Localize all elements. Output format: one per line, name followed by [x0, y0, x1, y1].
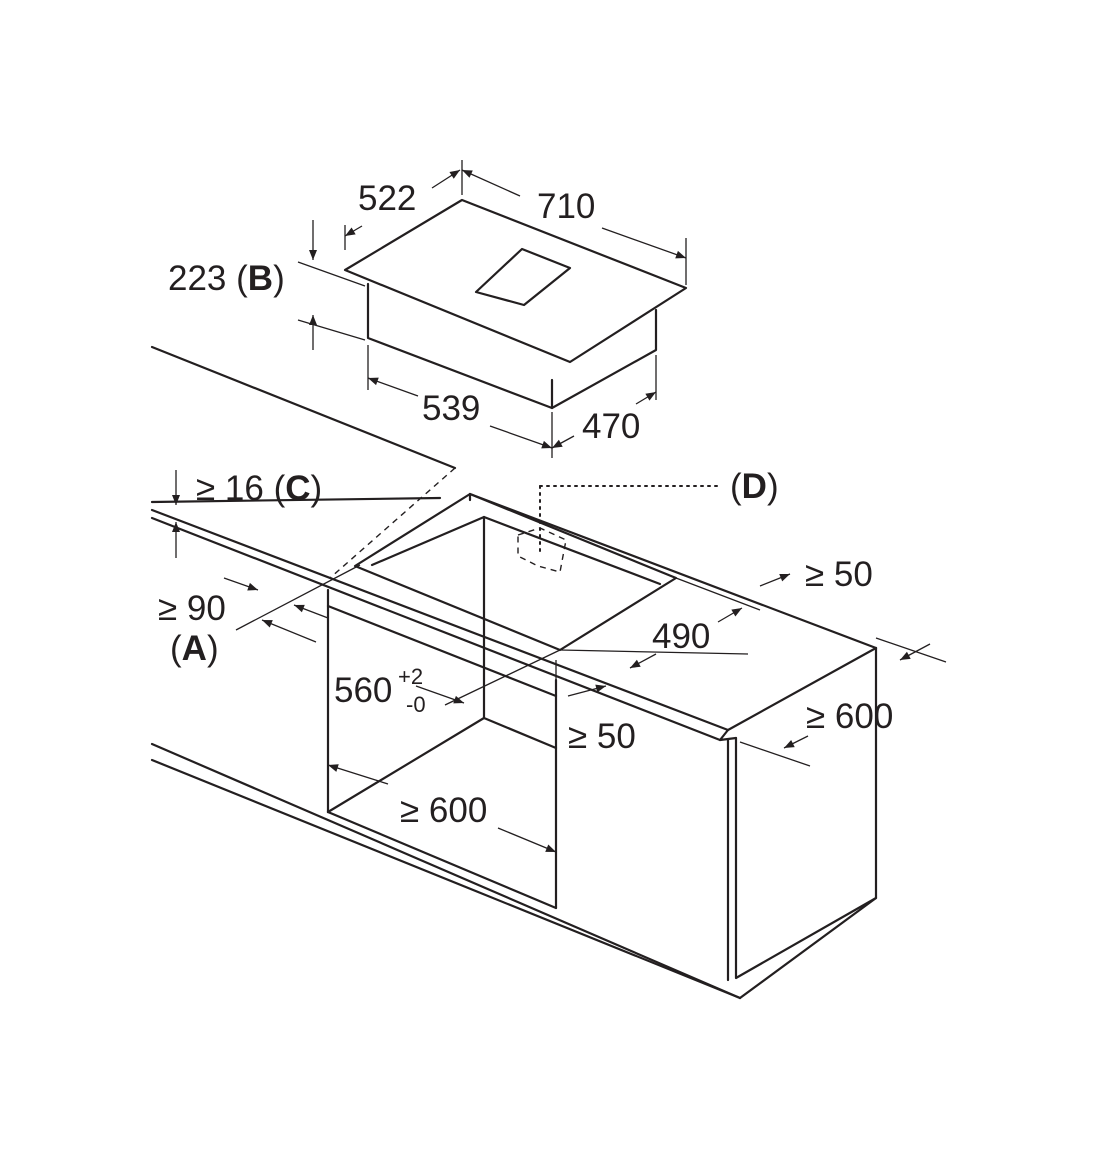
label-223-b: 223 (B)	[168, 259, 285, 298]
label-width-600: ≥ 600	[400, 791, 487, 830]
hob-box-front	[366, 282, 554, 410]
labels: 522 710 223 (B) 539 470 ≥ 16 (C) (D) ≥ 9…	[158, 179, 893, 830]
hidden-box-d	[517, 527, 567, 573]
label-490: 490	[652, 617, 710, 656]
label-710: 710	[537, 187, 595, 226]
label-a: (A)	[170, 629, 219, 668]
hob-dimensions	[297, 160, 687, 458]
label-560-tol-plus: +2	[398, 664, 423, 689]
hob-vent-slot	[474, 247, 572, 307]
label-rear-50: ≥ 50	[805, 555, 873, 594]
label-560-tol-minus: -0	[406, 692, 426, 717]
hob-box-side	[550, 308, 658, 410]
label-560: 560	[334, 671, 392, 710]
label-539: 539	[422, 389, 480, 428]
label-522: 522	[358, 179, 416, 218]
hob-appliance	[343, 198, 688, 410]
label-16-c: ≥ 16 (C)	[196, 469, 322, 508]
label-depth-600: ≥ 600	[806, 697, 893, 736]
label-470: 470	[582, 407, 640, 446]
worktop-cabinet	[150, 345, 878, 1000]
hob-glass-top	[343, 198, 688, 364]
worktop-dimensions	[172, 470, 947, 853]
label-90: ≥ 90	[158, 589, 226, 628]
wall-edge	[150, 345, 457, 470]
label-side-50: ≥ 50	[568, 717, 636, 756]
label-d: (D)	[730, 467, 779, 506]
